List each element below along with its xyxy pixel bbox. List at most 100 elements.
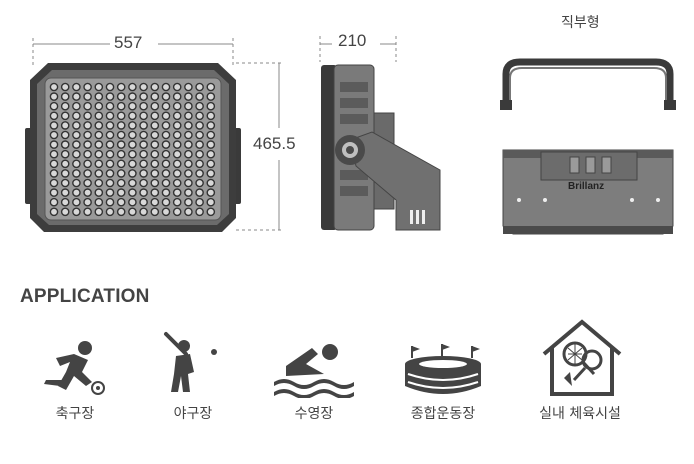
led-cell <box>72 111 81 121</box>
led-cell <box>139 101 148 111</box>
led-cell <box>49 169 59 178</box>
led-cell <box>150 197 160 207</box>
led-cell <box>206 169 216 178</box>
led-cell <box>161 159 171 169</box>
led-cell <box>49 140 59 149</box>
led-cell <box>105 92 115 101</box>
application-label-stadium: 종합운동장 <box>410 406 476 422</box>
led-cell <box>150 92 160 101</box>
led-cell <box>195 197 204 207</box>
led-cell <box>60 111 70 121</box>
led-cell <box>128 92 137 101</box>
led-cell <box>83 149 92 159</box>
led-cell <box>128 197 137 207</box>
led-cell <box>161 111 171 121</box>
led-cell <box>172 149 182 159</box>
led-cell <box>195 101 204 111</box>
led-grid <box>49 82 216 217</box>
depth-dimension-label: 210 <box>338 31 367 50</box>
led-cell <box>206 82 216 92</box>
led-cell <box>184 140 193 149</box>
led-cell <box>184 169 193 178</box>
led-cell <box>161 188 171 197</box>
led-cell <box>139 207 148 217</box>
led-cell <box>172 207 182 217</box>
led-cell <box>139 130 148 140</box>
led-cell <box>49 188 59 197</box>
led-cell <box>206 121 216 130</box>
led-cell <box>116 82 126 92</box>
led-cell <box>83 92 92 101</box>
led-cell <box>49 111 59 121</box>
led-cell <box>195 111 204 121</box>
led-cell <box>161 169 171 178</box>
led-cell <box>150 169 160 178</box>
led-cell <box>72 149 81 159</box>
led-cell <box>206 149 216 159</box>
led-cell <box>161 197 171 207</box>
led-cell <box>60 92 70 101</box>
stadium-icon <box>405 344 481 394</box>
led-cell <box>83 111 92 121</box>
height-dimension-label: 465.5 <box>253 134 296 153</box>
led-cell <box>83 178 92 188</box>
led-cell <box>72 101 81 111</box>
led-cell <box>139 149 148 159</box>
led-cell <box>49 82 59 92</box>
led-cell <box>128 111 137 121</box>
led-cell <box>195 178 204 188</box>
led-cell <box>172 197 182 207</box>
led-cell <box>94 92 104 101</box>
led-cell <box>60 188 70 197</box>
led-cell <box>83 101 92 111</box>
led-cell <box>161 178 171 188</box>
led-cell <box>128 169 137 178</box>
led-cell <box>116 178 126 188</box>
led-cell <box>172 188 182 197</box>
led-cell <box>195 149 204 159</box>
led-cell <box>60 159 70 169</box>
led-cell <box>83 130 92 140</box>
led-cell <box>105 140 115 149</box>
led-cell <box>128 130 137 140</box>
led-cell <box>161 92 171 101</box>
led-cell <box>150 178 160 188</box>
led-cell <box>139 140 148 149</box>
led-cell <box>60 140 70 149</box>
product-drawing <box>25 36 676 235</box>
led-cell <box>72 188 81 197</box>
led-cell <box>184 149 193 159</box>
led-cell <box>83 197 92 207</box>
led-cell <box>195 159 204 169</box>
application-label-indoor: 실내 체육시설 <box>539 406 621 422</box>
led-cell <box>94 130 104 140</box>
led-cell <box>195 121 204 130</box>
led-cell <box>72 159 81 169</box>
led-cell <box>172 140 182 149</box>
led-cell <box>105 207 115 217</box>
led-cell <box>105 178 115 188</box>
led-cell <box>139 92 148 101</box>
led-cell <box>83 159 92 169</box>
led-cell <box>172 121 182 130</box>
led-cell <box>72 130 81 140</box>
led-cell <box>94 159 104 169</box>
led-cell <box>49 178 59 188</box>
led-cell <box>161 82 171 92</box>
led-cell <box>128 188 137 197</box>
led-cell <box>72 82 81 92</box>
led-cell <box>161 149 171 159</box>
led-cell <box>128 178 137 188</box>
led-cell <box>150 188 160 197</box>
led-cell <box>184 101 193 111</box>
led-cell <box>184 159 193 169</box>
led-cell <box>72 92 81 101</box>
led-cell <box>206 140 216 149</box>
led-cell <box>83 169 92 178</box>
led-cell <box>60 149 70 159</box>
led-cell <box>116 207 126 217</box>
application-label-soccer: 축구장 <box>55 406 95 422</box>
led-cell <box>128 207 137 217</box>
led-cell <box>83 207 92 217</box>
led-cell <box>139 82 148 92</box>
